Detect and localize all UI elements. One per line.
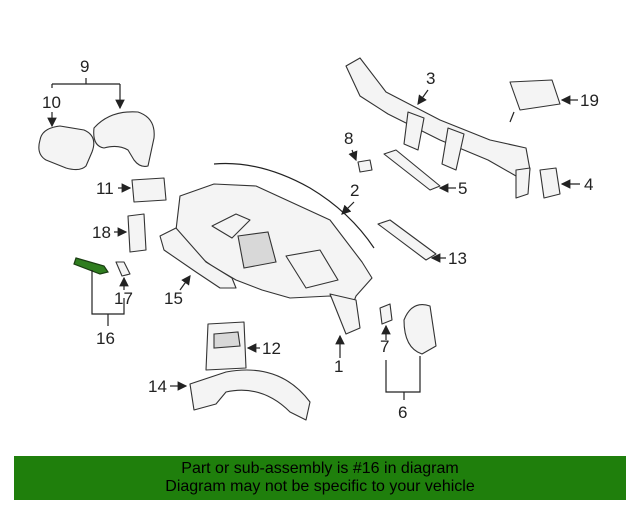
- svg-text:11: 11: [96, 179, 114, 198]
- callout-11: 11: [96, 179, 132, 198]
- callout-7: 7: [380, 324, 391, 356]
- part-12-register: [205, 321, 247, 371]
- svg-text:12: 12: [262, 339, 281, 358]
- part-17-clip: [115, 261, 131, 277]
- callout-18: 18: [92, 223, 128, 242]
- part-8-clip: [357, 159, 373, 173]
- callout-3: 3: [417, 69, 435, 105]
- svg-text:8: 8: [344, 129, 353, 148]
- instrument-panel-part: [175, 183, 373, 335]
- info-banner: Part or sub-assembly is #16 in diagram D…: [14, 456, 626, 500]
- part-15-duct: [159, 227, 237, 289]
- svg-text:14: 14: [148, 377, 167, 396]
- part-11-bezel: [131, 177, 167, 203]
- callout-6: 6: [385, 356, 421, 422]
- svg-text:13: 13: [448, 249, 467, 268]
- svg-text:9: 9: [80, 57, 89, 76]
- part-3-beam: [345, 57, 531, 199]
- svg-text:1: 1: [334, 357, 343, 376]
- part-13-trim-strip: [377, 219, 437, 261]
- svg-text:15: 15: [164, 289, 183, 308]
- part-4-bracket: [539, 167, 561, 199]
- callout-10: 10: [42, 93, 61, 128]
- callout-14: 14: [148, 377, 188, 396]
- part-7-clip: [379, 303, 393, 325]
- svg-text:19: 19: [580, 91, 599, 110]
- svg-text:16: 16: [96, 329, 115, 348]
- callout-8: 8: [344, 129, 358, 162]
- svg-text:5: 5: [458, 179, 467, 198]
- callout-19: 19: [560, 91, 599, 110]
- callout-1: 1: [334, 334, 345, 376]
- callout-2: 2: [341, 181, 359, 215]
- callout-13: 13: [430, 249, 467, 268]
- svg-text:10: 10: [42, 93, 61, 112]
- svg-text:7: 7: [380, 337, 389, 356]
- svg-text:4: 4: [584, 175, 593, 194]
- part-2-strip: [213, 162, 375, 249]
- callout-9: 9: [51, 57, 120, 108]
- parts-diagram: 9 10 11 18 17 16 2 1: [38, 57, 599, 422]
- banner-line-2: Diagram may not be specific to your vehi…: [165, 478, 475, 495]
- svg-text:2: 2: [350, 181, 359, 200]
- part-16-highlighted: [73, 257, 109, 275]
- callout-16: 16: [91, 270, 125, 348]
- callout-4: 4: [560, 175, 593, 194]
- banner-line-1: Part or sub-assembly is #16 in diagram: [181, 460, 459, 477]
- svg-text:18: 18: [92, 223, 111, 242]
- part-18-switch-panel: [127, 213, 147, 253]
- callout-5: 5: [438, 179, 467, 198]
- svg-text:3: 3: [426, 69, 435, 88]
- callout-15: 15: [164, 275, 191, 308]
- part-14-lower-panel: [189, 369, 311, 421]
- meter-visor-part: [38, 111, 155, 171]
- part-5-trim: [383, 149, 441, 191]
- part-19-airbag: [509, 79, 561, 123]
- svg-text:6: 6: [398, 403, 407, 422]
- part-6-end-cap: [403, 304, 437, 355]
- callout-12: 12: [246, 339, 281, 358]
